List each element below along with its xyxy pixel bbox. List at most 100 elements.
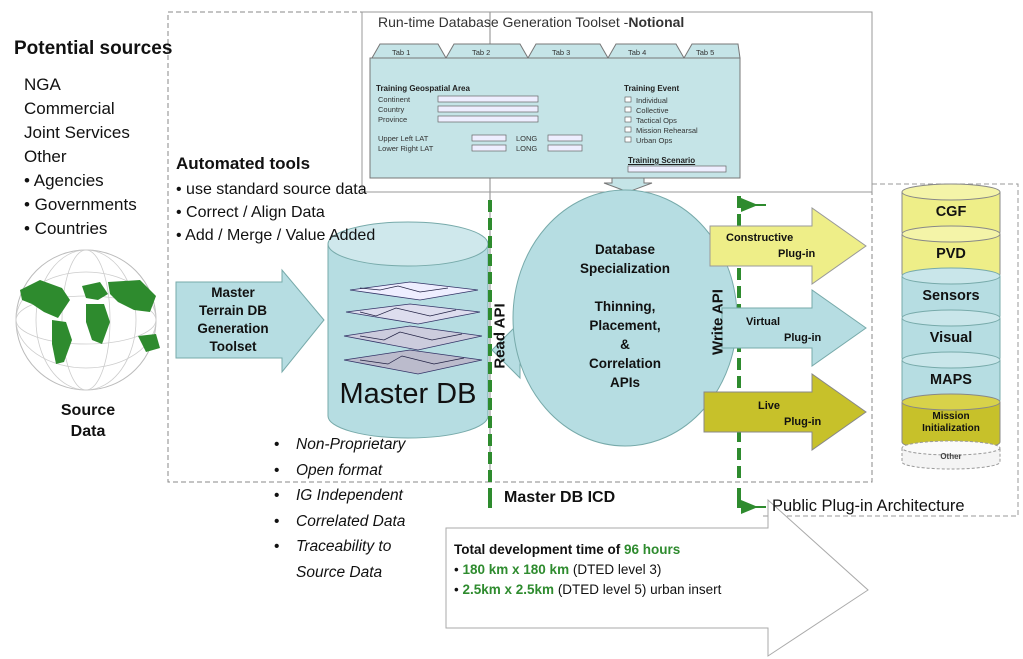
source-data-line: Data	[70, 423, 106, 440]
virtual-plugin-arrow	[721, 289, 867, 367]
constructive-label: Constructive	[726, 232, 794, 244]
development-line1-bold: 180 km x 180 km	[462, 562, 570, 577]
form-tab-2[interactable]: Tab 2	[472, 48, 491, 57]
development-hours: 96 hours	[624, 542, 681, 557]
specialization-line: Correlation	[588, 356, 661, 371]
automated-tool-item: • Correct / Align Data	[176, 204, 325, 221]
form-tab-3[interactable]: Tab 3	[552, 48, 571, 57]
automated-tools-title: Automated tools	[176, 154, 311, 173]
automated-tools-list: • use standard source data • Correct / A…	[176, 178, 375, 247]
source-item: Other	[24, 147, 67, 166]
property-text: Traceability to	[296, 538, 392, 555]
form-upper-left: Upper Left LAT	[378, 134, 429, 143]
form-event-title: Training Event	[624, 84, 680, 93]
property-item: Source Data	[274, 560, 405, 586]
specialization-spacer	[555, 278, 695, 297]
generation-toolset-label: Master Terrain DB Generation Toolset	[178, 284, 288, 356]
property-text: Correlated Data	[296, 512, 406, 530]
constructive-plugin-arrow	[709, 207, 867, 285]
potential-sources-title: Potential sources	[14, 38, 173, 59]
property-text: Non-Proprietary	[296, 436, 406, 453]
stack-other: Other	[940, 452, 962, 461]
generation-toolset-line: Generation	[197, 321, 269, 336]
potential-sources-list: NGA Commercial Joint Services Other • Ag…	[24, 73, 137, 241]
stack-sensors: Sensors	[922, 288, 980, 304]
toolset-title-text: Run-time Database Generation Toolset -	[378, 14, 629, 30]
read-api-label: Read API	[491, 303, 509, 369]
stack-maps: MAPS	[930, 372, 972, 388]
form-long-1: LONG	[516, 134, 538, 143]
source-item: • Countries	[24, 219, 108, 238]
property-item: •IG Independent	[274, 487, 403, 504]
specialization-line: Thinning,	[594, 299, 656, 314]
target-stack	[901, 183, 1001, 470]
generation-toolset-line: Toolset	[209, 339, 257, 354]
property-item: •Correlated Data	[274, 512, 406, 530]
development-time-arrow	[445, 498, 869, 657]
virtual-plugin-label: Plug-in	[784, 332, 822, 344]
stack-cgf: CGF	[935, 204, 967, 220]
development-line1-rest: (DTED level 3)	[569, 562, 662, 577]
source-data-label: Source Data	[48, 400, 128, 442]
form-field-continent: Continent	[378, 95, 411, 104]
development-line2-bold: 2.5km x 2.5km	[462, 582, 555, 597]
form-scenario-label: Training Scenario	[628, 156, 696, 165]
specialization-line: Placement,	[589, 318, 661, 333]
property-item: •Open format	[274, 461, 383, 479]
property-text: IG Independent	[296, 487, 403, 504]
development-time-headline: Total development time of 96 hours	[454, 540, 721, 560]
form-event-tactical[interactable]: Tactical Ops	[636, 116, 677, 125]
form-lower-right: Lower Right LAT	[378, 144, 434, 153]
constructive-plugin-label: Plug-in	[778, 248, 816, 260]
automated-tool-item: • use standard source data	[176, 181, 367, 198]
form-event-rehearsal[interactable]: Mission Rehearsal	[636, 126, 698, 135]
property-text: Open format	[296, 461, 383, 479]
live-plugin-arrow	[703, 373, 867, 451]
training-form-panel	[369, 43, 741, 179]
generation-toolset-line: Master	[211, 285, 255, 300]
specialization-line: Database	[594, 242, 656, 257]
write-api-label: Write API	[709, 289, 727, 355]
form-event-collective[interactable]: Collective	[636, 106, 669, 115]
live-plugin-label: Plug-in	[784, 416, 822, 428]
form-tab-5[interactable]: Tab 5	[696, 48, 715, 57]
specialization-line: APIs	[609, 375, 640, 390]
source-data-line: Source	[60, 402, 116, 419]
master-db-cylinder	[327, 221, 489, 439]
stack-mission-init: Mission Initialization	[922, 411, 980, 434]
master-db-icd-label: Master DB ICD	[504, 489, 616, 506]
property-text: Source Data	[296, 563, 383, 581]
properties-list: •Non-Proprietary •Open format •IG Indepe…	[274, 432, 405, 585]
form-area-title: Training Geospatial Area	[376, 84, 470, 93]
toolset-title: Run-time Database Generation Toolset -No…	[378, 14, 684, 30]
form-long-2: LONG	[516, 144, 538, 153]
property-item: •Non-Proprietary	[274, 436, 406, 453]
generation-toolset-line: Terrain DB	[198, 303, 267, 318]
specialization-line: Specialization	[579, 261, 671, 276]
source-item: Joint Services	[24, 123, 130, 142]
development-time-text: Total development time of 96 hours • 180…	[454, 540, 721, 600]
stack-pvd: PVD	[936, 246, 966, 262]
generation-toolset-arrow	[175, 268, 325, 374]
form-down-arrow	[603, 177, 653, 193]
automated-tool-item: • Add / Merge / Value Added	[176, 227, 376, 244]
form-event-individual[interactable]: Individual	[636, 96, 668, 105]
form-field-province: Province	[378, 115, 408, 124]
master-db-label: Master DB	[339, 378, 477, 410]
globe-icon	[15, 249, 160, 391]
form-event-urban[interactable]: Urban Ops	[636, 136, 673, 145]
form-tab-1[interactable]: Tab 1	[392, 48, 411, 57]
source-item: Commercial	[24, 99, 115, 118]
development-line-1: • 180 km x 180 km (DTED level 3)	[454, 562, 662, 577]
stack-visual: Visual	[929, 330, 973, 346]
public-plugin-label: Public Plug-in Architecture	[772, 497, 965, 515]
development-prefix: Total development time of	[454, 542, 621, 557]
source-item: NGA	[24, 75, 61, 94]
specialization-line: &	[620, 337, 630, 352]
form-tab-4[interactable]: Tab 4	[628, 48, 647, 57]
toolset-title-notional: Notional	[628, 14, 685, 30]
development-line-2: • 2.5km x 2.5km (DTED level 5) urban ins…	[454, 582, 722, 597]
property-item: •Traceability to	[274, 538, 392, 555]
specialization-text: Database Specialization Thinning, Placem…	[555, 240, 695, 392]
